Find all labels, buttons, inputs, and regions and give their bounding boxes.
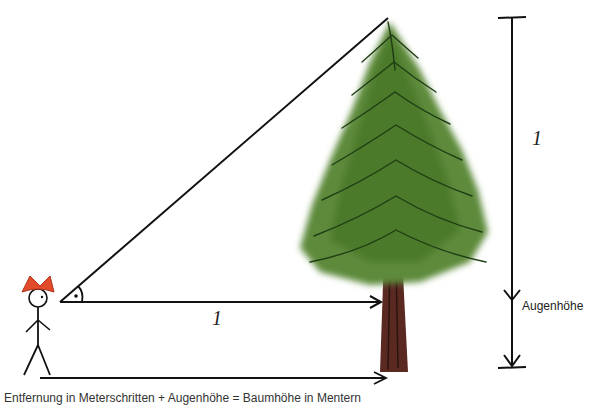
caption: Entfernung in Meterschritten + Augenhöhe… bbox=[4, 391, 361, 405]
angle-mark bbox=[78, 286, 83, 302]
height-dimension bbox=[498, 17, 526, 368]
stick-figure bbox=[22, 276, 54, 375]
sight-line bbox=[60, 18, 388, 302]
height-number: 1 bbox=[532, 128, 542, 148]
distance-number: 1 bbox=[212, 308, 222, 328]
eye-height-label: Augenhöhe bbox=[522, 299, 583, 313]
distance-line bbox=[60, 301, 380, 303]
ground-line bbox=[40, 377, 385, 379]
tree-crown bbox=[300, 22, 488, 285]
